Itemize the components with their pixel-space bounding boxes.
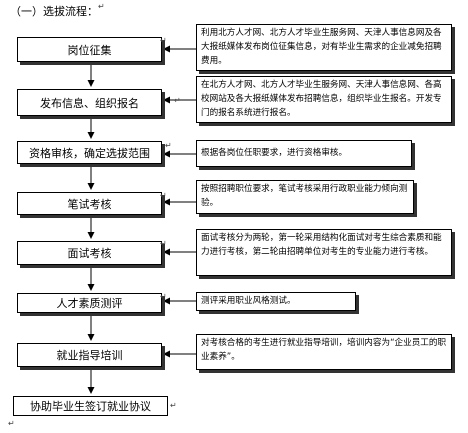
note-text: 在北方人才网、北方人才毕业生服务网、天津人事信息网、各高校网站及各大报纸媒体发布… — [201, 80, 442, 119]
step-box-written-exam: 笔试考核 — [17, 192, 162, 215]
note-written-exam: 按照招聘职位要求，笔试考核采用行政职业能力倾向测验。 — [196, 180, 414, 214]
return-mark-icon: ↵ — [174, 96, 181, 105]
note-text: 面试考核分为两轮，第一轮采用结构化面试对考生综合素质和能力进行考核，第二轮由招聘… — [201, 233, 442, 258]
step-box-publish-registration: 发布信息、组织报名 — [17, 89, 162, 116]
step-label: 资格审核，确定选拔范围 — [29, 146, 150, 160]
return-mark-icon: ↵ — [165, 141, 172, 150]
note-qualification-review: 根据各岗位任职要求，进行资格审核。 — [196, 140, 412, 167]
step-label: 笔试考核 — [67, 197, 112, 211]
note-talent-assessment: 测评采用职业风格测试。 — [196, 292, 356, 311]
return-mark-icon: ↵ — [160, 36, 167, 45]
step-box-qualification-review: 资格审核，确定选拔范围 — [17, 141, 162, 164]
step-label: 人才素质测评 — [56, 297, 123, 310]
note-text: 按照招聘职位要求，笔试考核采用行政职业能力倾向测验。 — [201, 184, 408, 209]
step-label: 岗位征集 — [67, 43, 112, 57]
step-box-sign-agreement: 协助毕业生签订就业协议 — [13, 396, 168, 416]
note-text: 利用北方人才网、北方人才毕业生服务网、天津人事信息网及各大报纸媒体发布岗位征集信… — [201, 28, 442, 67]
section-heading: （一）选拔流程：↵ — [10, 3, 105, 19]
step-box-talent-assessment: 人才素质测评 — [17, 293, 162, 313]
return-mark-icon: ↵ — [8, 419, 15, 428]
return-mark-icon: ↵ — [98, 2, 105, 11]
step-box-interview: 面试考核 — [17, 241, 162, 265]
step-label: 面试考核 — [67, 247, 112, 260]
note-job-collection: 利用北方人才网、北方人才毕业生服务网、天津人事信息网及各大报纸媒体发布岗位征集信… — [196, 24, 452, 71]
note-text: 测评采用职业风格测试。 — [201, 296, 296, 307]
note-text: 对考核合格的考生进行就业指导培训，培训内容为“企业员工的职业素养”。 — [201, 338, 447, 363]
step-box-employment-training: 就业指导培训 — [17, 343, 162, 367]
note-employment-training: 对考核合格的考生进行就业指导培训，培训内容为“企业员工的职业素养”。 — [196, 334, 452, 370]
note-text: 根据各岗位任职要求，进行资格审核。 — [201, 148, 348, 159]
step-box-job-collection: 岗位征集 — [17, 37, 162, 62]
step-label: 协助毕业生签订就业协议 — [30, 400, 151, 413]
return-mark-icon: ↵ — [160, 239, 167, 248]
return-mark-icon: ↵ — [170, 401, 177, 410]
step-label: 发布信息、组织报名 — [40, 96, 139, 110]
step-label: 就业指导培训 — [56, 349, 123, 362]
return-mark-icon: ↵ — [160, 191, 167, 200]
return-mark-icon: ↵ — [160, 292, 167, 301]
note-interview: 面试考核分为两轮，第一轮采用结构化面试对考生综合素质和能力进行考核，第二轮由招聘… — [196, 229, 452, 276]
section-heading-text: （一）选拔流程： — [10, 5, 98, 18]
note-publish-registration: 在北方人才网、北方人才毕业生服务网、天津人事信息网、各高校网站及各大报纸媒体发布… — [196, 76, 452, 123]
